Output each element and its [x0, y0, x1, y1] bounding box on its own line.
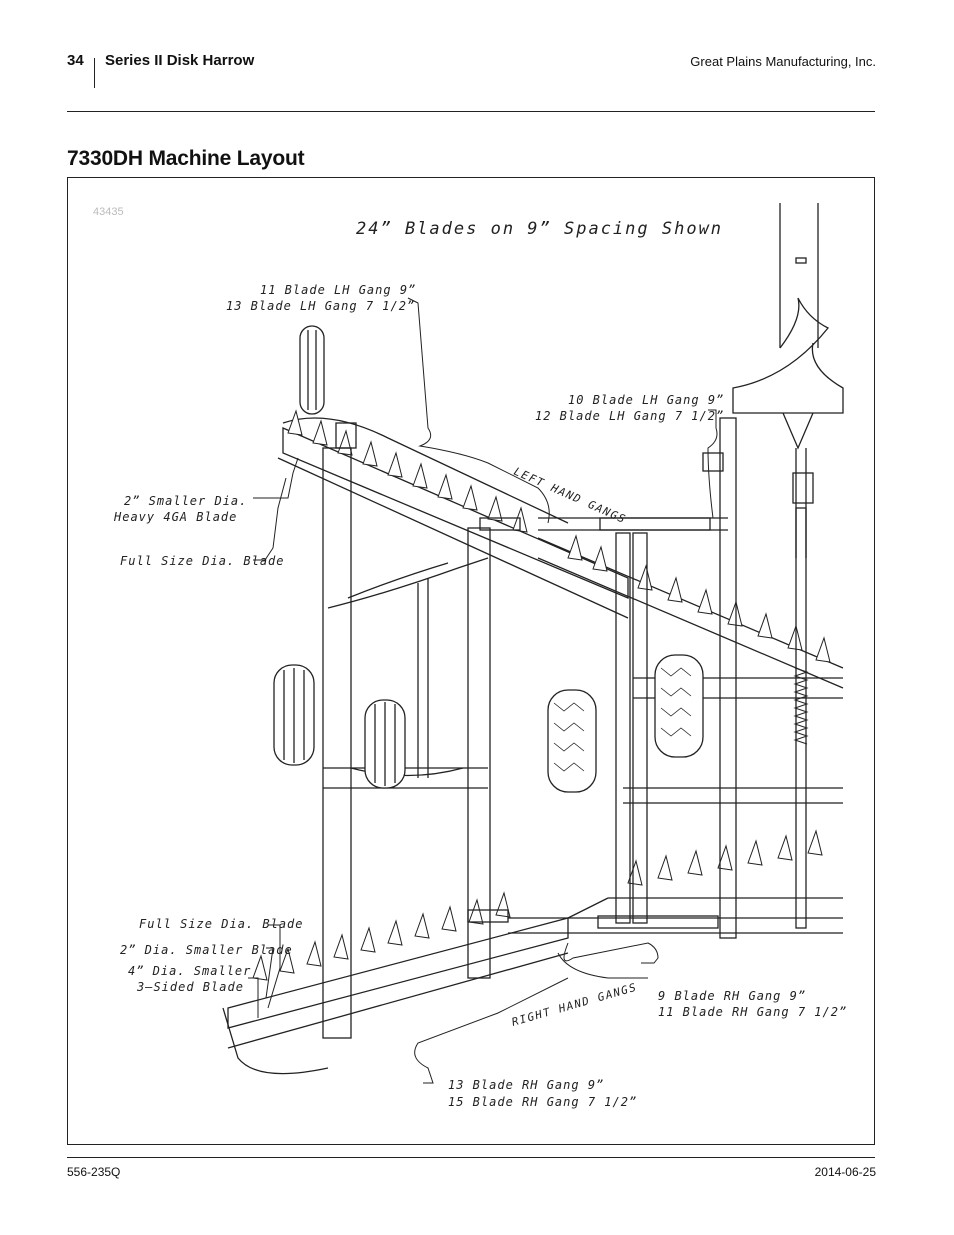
label-full-size-bottom: Full Size Dia. Blade	[139, 917, 304, 931]
label-full-size-top: Full Size Dia. Blade	[120, 554, 285, 568]
label-two-in-smaller: 2” Dia. Smaller Blade	[120, 943, 293, 957]
rh-gang-blades	[252, 829, 823, 981]
page-title: 7330DH Machine Layout	[67, 147, 305, 170]
page-number: 34	[67, 52, 84, 69]
label-four-in-1: 4” Dia. Smaller	[128, 964, 251, 978]
wheels	[273, 325, 704, 793]
hitch-spring	[793, 667, 809, 745]
footer-rule	[67, 1157, 875, 1158]
label-rh-inner-1: 9 Blade RH Gang 9”	[658, 989, 806, 1003]
machine-layout-figure: 43435 24” Blades on 9” Spacing Shown	[67, 177, 875, 1145]
label-smaller-dia-1: 2” Smaller Dia.	[124, 494, 247, 508]
label-rh-outer-2: 15 Blade RH Gang 7 1/2”	[448, 1095, 637, 1109]
label-lh-outer-2: 13 Blade LH Gang 7 1/2”	[226, 299, 415, 313]
callout-brackets	[248, 297, 718, 1084]
label-rh-outer-1: 13 Blade RH Gang 9”	[448, 1078, 604, 1092]
label-rh-inner-2: 11 Blade RH Gang 7 1/2”	[658, 1005, 847, 1019]
lh-gang-blades	[287, 409, 831, 663]
figure-id: 43435	[93, 206, 124, 218]
header-rule	[67, 111, 875, 112]
wheel-treads	[553, 667, 692, 772]
figure-caption: 24” Blades on 9” Spacing Shown	[356, 219, 723, 239]
machine-layout-drawing: 43435 24” Blades on 9” Spacing Shown	[93, 203, 847, 1109]
label-lh-inner-2: 12 Blade LH Gang 7 1/2”	[535, 409, 724, 423]
document-date: 2014-06-25	[814, 1165, 876, 1179]
document-number: 556-235Q	[67, 1165, 121, 1179]
main-frame	[322, 417, 843, 1039]
label-smaller-dia-2: Heavy 4GA Blade	[113, 510, 237, 524]
right-hand-gang-lower	[222, 897, 843, 1075]
header-divider	[94, 58, 95, 88]
document-title: Series II Disk Harrow	[105, 52, 255, 69]
hitch-tongue	[732, 203, 844, 558]
label-four-in-2: 3–Sided Blade	[136, 980, 244, 994]
label-lh-inner-1: 10 Blade LH Gang 9”	[568, 393, 724, 407]
company-name: Great Plains Manufacturing, Inc.	[690, 54, 876, 69]
label-lh-outer-1: 11 Blade LH Gang 9”	[260, 283, 416, 297]
label-left-hand-gangs: LEFT HAND GANGS	[512, 465, 629, 526]
label-right-hand-gangs: RIGHT HAND GANGS	[510, 981, 639, 1029]
